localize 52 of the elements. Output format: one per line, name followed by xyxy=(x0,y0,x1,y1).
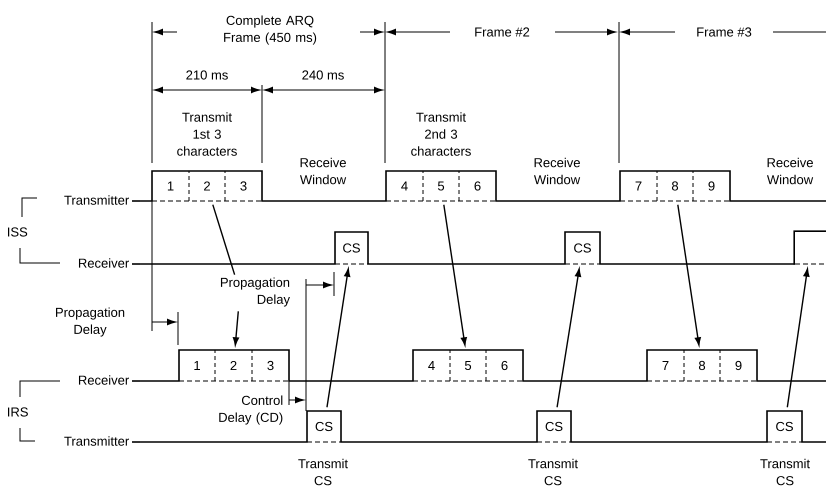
arrow xyxy=(786,268,810,408)
character-slot: 6 xyxy=(502,360,508,370)
arrow xyxy=(677,204,701,346)
event-label: Transmit CS xyxy=(760,458,810,486)
character-slot: 3 xyxy=(240,181,247,191)
character-slot: 1 xyxy=(194,361,200,370)
station-label: IRS xyxy=(8,407,28,417)
cs-pulse: CS xyxy=(546,422,562,432)
phase-label: Receive Window xyxy=(300,158,346,184)
character-slot: 9 xyxy=(708,181,714,191)
arrow xyxy=(556,268,582,408)
cs-pulse: CS xyxy=(776,422,793,432)
cs-pulse: CS xyxy=(316,422,332,432)
dimension-label: 210 ms xyxy=(186,70,228,80)
character-slot: 4 xyxy=(401,182,408,190)
dimension-label: 240 ms xyxy=(302,70,344,80)
character-slot: 7 xyxy=(662,361,668,370)
phase-label: Transmit 1st 3 characters xyxy=(177,112,237,156)
signal-label: Transmitter xyxy=(64,436,129,446)
dimension-label: Frame #2 xyxy=(475,27,530,37)
character-slot: 4 xyxy=(428,361,435,370)
arrow xyxy=(443,204,467,346)
leader-line xyxy=(232,311,239,346)
character-slot: 8 xyxy=(672,181,678,191)
event-label: Transmit CS xyxy=(528,458,578,486)
dimension-label: Complete ARQ Frame (450 ms) xyxy=(224,15,316,45)
station-label: ISS xyxy=(8,227,28,237)
signal-label: Receiver xyxy=(78,375,129,385)
delay-label: Propagation Delay xyxy=(56,307,124,337)
character-slot: 3 xyxy=(267,360,274,370)
phase-label: Transmit 2nd 3 characters xyxy=(411,112,471,156)
character-slot: 9 xyxy=(736,360,742,370)
arrow xyxy=(326,268,350,408)
phase-label: Receive Window xyxy=(534,158,580,184)
cs-pulse xyxy=(793,230,826,265)
cs-pulse: CS xyxy=(574,243,591,253)
signal-label: Transmitter xyxy=(64,195,129,205)
delay-label: Control Delay (CD) xyxy=(219,395,282,425)
character-slot: 5 xyxy=(438,181,444,191)
character-slot: 2 xyxy=(204,181,210,191)
character-slot: 7 xyxy=(636,182,642,190)
character-slot: 6 xyxy=(474,181,481,191)
character-slot: 5 xyxy=(464,360,472,370)
character-slot: 2 xyxy=(230,360,236,370)
cs-pulse: CS xyxy=(343,243,360,253)
character-slot: 1 xyxy=(168,182,174,190)
delay-label: Propagation Delay xyxy=(220,277,290,307)
event-label: Transmit CS xyxy=(298,458,348,486)
dimension-label: Frame #3 xyxy=(697,27,752,37)
character-slot: 8 xyxy=(698,360,706,370)
phase-label: Receive Window xyxy=(766,158,814,184)
signal-label: Receiver xyxy=(78,258,129,268)
